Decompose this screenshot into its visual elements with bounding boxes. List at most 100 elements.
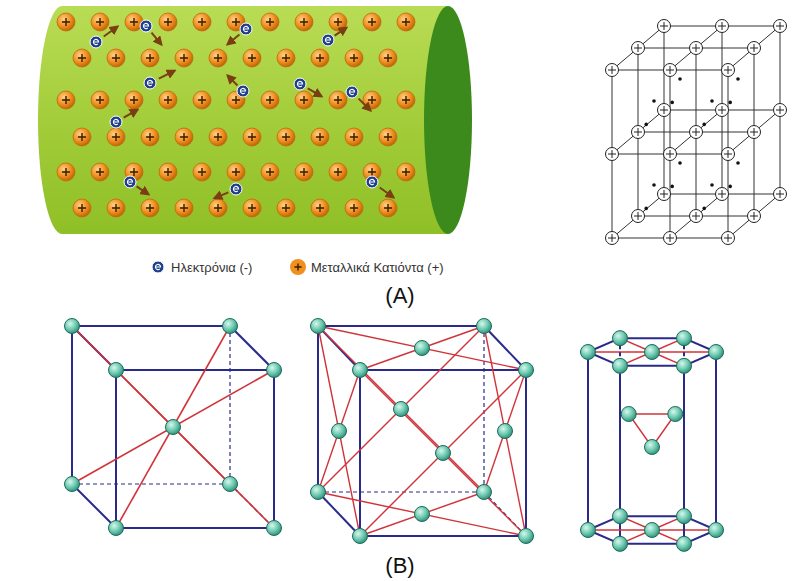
- cation-circle: [261, 91, 279, 109]
- atom: [613, 536, 628, 551]
- legend-swatch: [290, 259, 306, 275]
- lattice-line: [696, 48, 697, 132]
- cation-symbol: [209, 49, 227, 67]
- ion-circle: [690, 42, 703, 55]
- atom: [223, 477, 238, 492]
- cell-edge: [116, 527, 274, 529]
- cation-circle: [397, 163, 415, 181]
- cation-circle: [73, 128, 91, 146]
- lattice-line: [696, 216, 754, 217]
- lattice-ion: [690, 210, 703, 223]
- atom: [668, 407, 683, 422]
- lattice-ion: [664, 64, 677, 77]
- lattice-line: [638, 48, 639, 132]
- lattice-ion: [658, 188, 671, 201]
- hidden-edge: [72, 483, 230, 484]
- atom: [109, 521, 124, 536]
- cation-symbol: [175, 128, 193, 146]
- plus-sign: [198, 96, 206, 104]
- lattice-ion: [716, 188, 729, 201]
- lattice-line: [638, 216, 696, 217]
- plus-sign: [776, 190, 784, 198]
- cell-edge: [620, 365, 684, 367]
- plus-sign: [62, 168, 70, 176]
- lattice-ion: [690, 126, 703, 139]
- electron-mark: [325, 37, 330, 42]
- cation-circle: [209, 128, 227, 146]
- cation-circle: [345, 49, 363, 67]
- cation-symbol: [379, 199, 397, 217]
- atom: [677, 536, 692, 551]
- lattice-line: [722, 110, 780, 111]
- plus-sign: [608, 66, 616, 74]
- ion-circle: [748, 210, 761, 223]
- plus-sign: [334, 168, 342, 176]
- electron-symbol: [152, 261, 164, 273]
- cation-symbol: [57, 163, 75, 181]
- atom: [645, 345, 660, 360]
- lattice-ion: [606, 148, 619, 161]
- plus-sign: [198, 168, 206, 176]
- electron-dot: [652, 183, 656, 187]
- atom: [353, 529, 368, 544]
- atom: [223, 319, 238, 334]
- ion-circle: [632, 126, 645, 139]
- plus-sign: [214, 133, 222, 141]
- lattice-ion: [748, 126, 761, 139]
- atom: [581, 523, 596, 538]
- plus-sign: [214, 204, 222, 212]
- lattice-ion: [722, 148, 735, 161]
- plus-sign: [96, 168, 104, 176]
- motion-arrow: [380, 188, 394, 198]
- cation-symbol: [261, 91, 279, 109]
- atom: [709, 345, 724, 360]
- motion-arrow: [137, 186, 149, 194]
- atom: [677, 358, 692, 373]
- electron-dot: [678, 161, 682, 165]
- plus-sign: [282, 133, 290, 141]
- plus-sign: [180, 204, 188, 212]
- cation-circle: [73, 199, 91, 217]
- electron-symbol: [322, 34, 334, 46]
- plus-sign: [384, 204, 392, 212]
- electron-dot: [728, 185, 732, 189]
- ion-circle: [716, 20, 729, 33]
- panel-label-text: (B): [385, 553, 414, 578]
- cation-symbol: [295, 13, 313, 31]
- bond-line: [484, 326, 526, 536]
- electron-dot: [710, 99, 714, 103]
- electron-circle: [294, 78, 306, 90]
- bond-line: [318, 326, 484, 492]
- atom: [166, 420, 181, 435]
- lattice-ion: [664, 232, 677, 245]
- bond-line: [318, 326, 484, 492]
- cell-edge: [525, 370, 527, 536]
- lattice-line: [612, 154, 613, 238]
- metal-wire: [38, 6, 472, 234]
- bond-line: [318, 326, 360, 536]
- cation-symbol: [311, 128, 329, 146]
- cation-circle: [379, 49, 397, 67]
- cell-edge: [116, 369, 274, 371]
- cation-symbol: [193, 163, 211, 181]
- cation-circle: [175, 199, 193, 217]
- atom: [477, 485, 492, 500]
- lattice-line: [670, 154, 728, 155]
- ion-circle: [664, 148, 677, 161]
- cation-symbol: [141, 199, 159, 217]
- electron-dot: [670, 101, 674, 105]
- ion-circle: [658, 104, 671, 117]
- cation-circle: [277, 49, 295, 67]
- cation-circle: [107, 128, 125, 146]
- plus-sign: [350, 204, 358, 212]
- plus-sign: [232, 18, 240, 26]
- plus-sign: [608, 234, 616, 242]
- cation-circle: [91, 13, 109, 31]
- lattice-ion: [774, 104, 787, 117]
- bond-line: [360, 370, 526, 536]
- electron-symbol: [366, 176, 378, 188]
- electron-circle: [240, 23, 252, 35]
- cell-edge: [318, 492, 360, 536]
- plus-sign: [718, 190, 726, 198]
- lattice-line: [612, 70, 670, 71]
